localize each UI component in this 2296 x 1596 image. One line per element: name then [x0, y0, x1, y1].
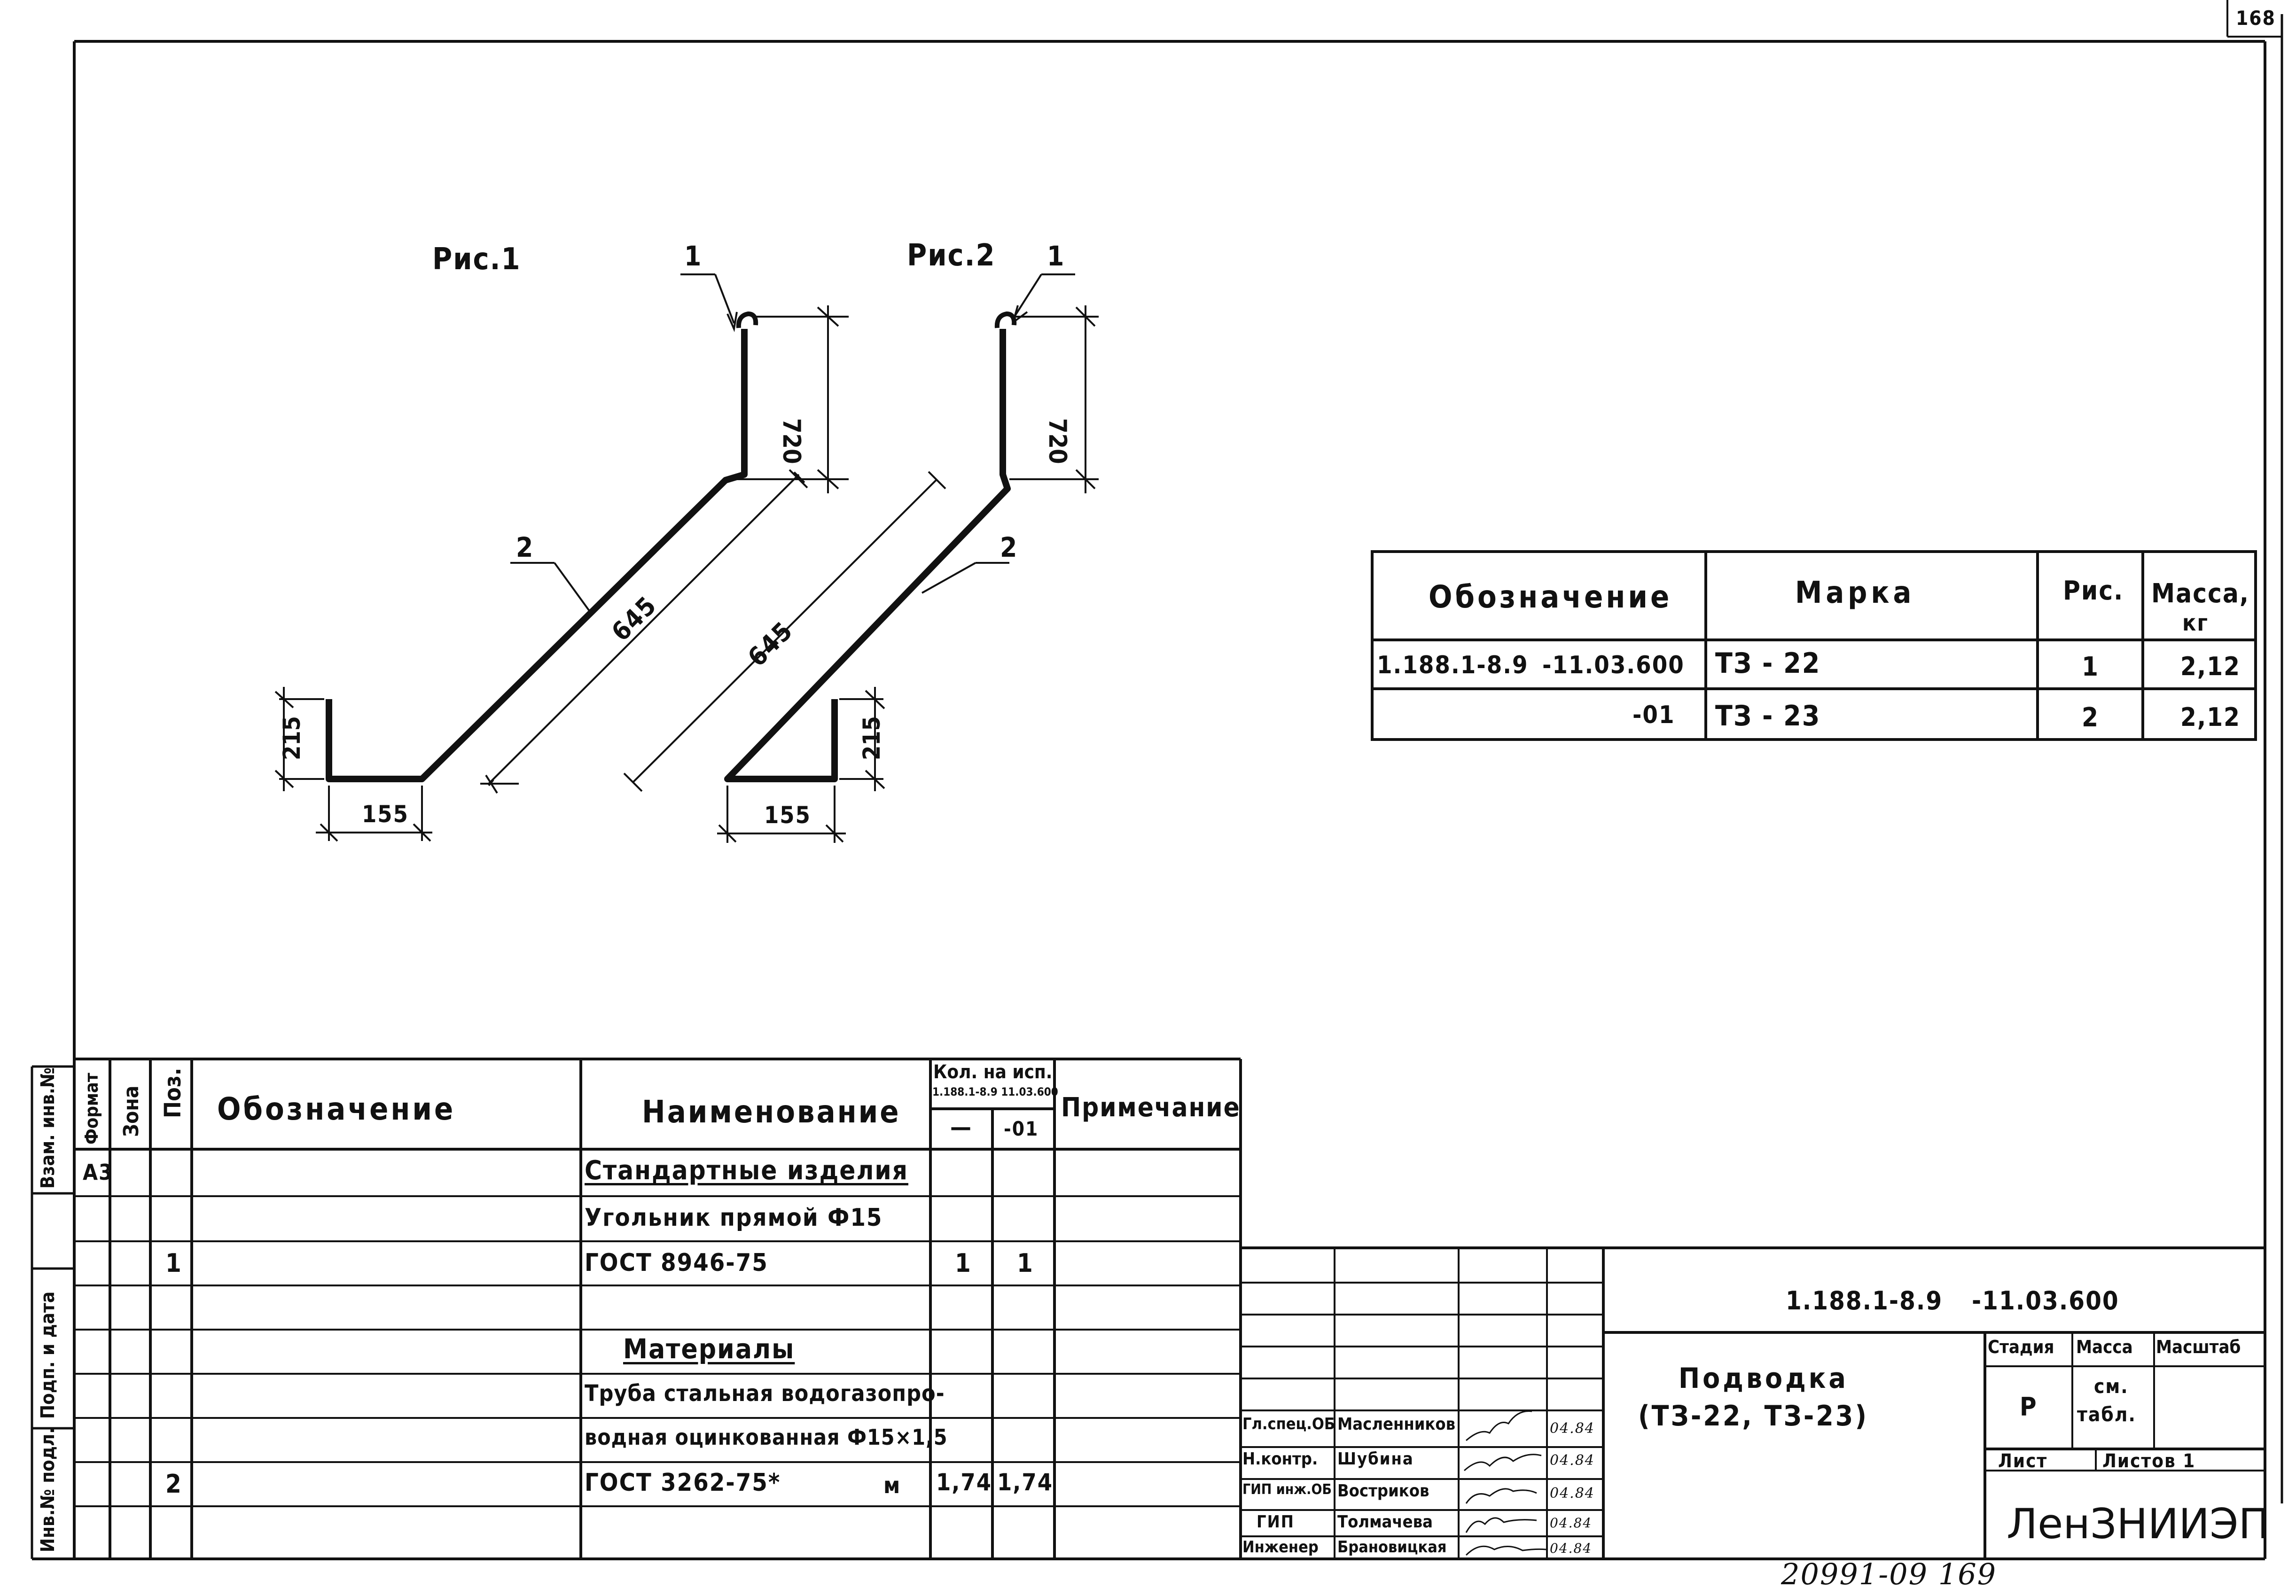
- sig-role-5: Инженер: [1242, 1538, 1319, 1557]
- sig-role-3: ГИП инж.ОБ: [1242, 1481, 1332, 1498]
- spec-header-qty-sub: 1.188.1-8.9 11.03.600: [932, 1085, 1058, 1098]
- sig-role-1: Гл.спец.ОБ: [1242, 1415, 1335, 1433]
- spec-row3-pos: 1: [165, 1248, 182, 1278]
- sig-date-2: 04.84: [1550, 1452, 1595, 1469]
- spec-header-note: Примечание: [1061, 1092, 1241, 1123]
- sig-name-2: Шубина: [1337, 1449, 1414, 1469]
- title-line2: (ТЗ-22, ТЗ-23): [1638, 1400, 1869, 1433]
- spec-row5-name: Материалы: [623, 1333, 795, 1365]
- fig2-caption: Рис.2: [907, 238, 996, 273]
- spec-row8-q2: 1,74: [997, 1469, 1053, 1496]
- sig-name-1: Масленников: [1337, 1415, 1456, 1434]
- spec-header-designation: Обозначение: [217, 1091, 456, 1127]
- spec-header-name: Наименование: [642, 1094, 901, 1130]
- spec-header-pos: Поз.: [160, 1067, 186, 1118]
- spec-row2-name: Угольник прямой Ф15: [585, 1204, 883, 1232]
- spec-header-format: Формат: [81, 1073, 102, 1144]
- title-sheets-label: Листов 1: [2102, 1450, 2196, 1472]
- title-organization: ЛенЗНИИЭП: [2007, 1500, 2270, 1548]
- fig2-callout-2: 2: [1000, 531, 1018, 563]
- spec-header-qty: Кол. на исп.: [933, 1061, 1053, 1083]
- fig1-dim-720: 720: [777, 418, 805, 464]
- sig-date-3: 04.84: [1550, 1485, 1595, 1502]
- marks-row2-mass: 2,12: [2180, 702, 2241, 732]
- spec-row8-name: ГОСТ 3262-75*: [585, 1469, 781, 1497]
- archive-stamp: 20991-09 169: [1781, 1557, 1997, 1591]
- marks-header-mass-unit: кг: [2182, 610, 2209, 636]
- sig-date-5: 04.84: [1550, 1541, 1593, 1556]
- fig1-callout-1: 1: [684, 240, 703, 272]
- spec-header-zone: Зона: [119, 1085, 143, 1137]
- spec-header-qty-col1: —: [950, 1113, 972, 1141]
- spec-row8-unit: м: [883, 1472, 901, 1499]
- sheet-number: 168: [2236, 7, 2276, 30]
- fig1-dim-155: 155: [362, 801, 409, 828]
- side-vzam: Взам. инв.№: [37, 1067, 59, 1189]
- title-code-suffix: -11.03.600: [1972, 1286, 2119, 1316]
- title-scale-label: Масштаб: [2156, 1337, 2241, 1357]
- fig1-dim-215: 215: [278, 716, 305, 760]
- spec-row3-name: ГОСТ 8946-75: [585, 1249, 768, 1277]
- marks-header-fig: Рис.: [2063, 576, 2124, 606]
- title-line1: Подводка: [1679, 1362, 1849, 1395]
- fig2-callout-1: 1: [1047, 240, 1065, 272]
- title-stage-value: Р: [2020, 1392, 2038, 1422]
- side-inv-podl: Инв.№ подл.: [37, 1427, 59, 1552]
- sig-date-4: 04.84: [1550, 1515, 1593, 1531]
- marks-header-mark: Марка: [1795, 576, 1915, 610]
- sig-date-1: 04.84: [1550, 1420, 1595, 1437]
- fig2-dim-720: 720: [1043, 418, 1071, 464]
- marks-row1-mass: 2,12: [2180, 652, 2241, 681]
- spec-row6-name: Труба стальная водогазопро-: [585, 1380, 945, 1407]
- marks-row1-fig: 1: [2082, 652, 2100, 682]
- spec-row3-q2: 1: [1017, 1248, 1034, 1278]
- sig-name-5: Брановицкая: [1337, 1538, 1447, 1557]
- spec-row8-pos: 2: [165, 1469, 182, 1499]
- marks-row1-designation: 1.188.1-8.9: [1377, 651, 1529, 679]
- fig2-dim-215: 215: [858, 716, 885, 760]
- fig1-caption: Рис.1: [432, 242, 521, 277]
- title-mass-value-2: табл.: [2077, 1403, 2136, 1426]
- title-code: 1.188.1-8.9: [1786, 1286, 1943, 1316]
- spec-row1-name: Стандартные изделия: [585, 1155, 908, 1186]
- sig-role-4: ГИП: [1257, 1512, 1295, 1532]
- spec-row1-format: А3: [83, 1160, 113, 1185]
- marks-row2-code: -01: [1632, 701, 1675, 729]
- fig1-callout-2: 2: [516, 531, 534, 563]
- sig-role-2: Н.контр.: [1242, 1449, 1318, 1469]
- marks-header-designation: Обозначение: [1429, 579, 1672, 615]
- sig-name-3: Востриков: [1337, 1481, 1429, 1501]
- title-stage-label: Стадия: [1988, 1337, 2054, 1357]
- marks-header-mass: Масса,: [2151, 578, 2249, 609]
- marks-row1-mark: ТЗ - 22: [1715, 647, 1821, 680]
- marks-row2-mark: ТЗ - 23: [1715, 700, 1821, 732]
- title-sheet-label: Лист: [1998, 1450, 2048, 1472]
- spec-header-qty-col2: -01: [1004, 1117, 1039, 1140]
- title-mass-label: Масса: [2076, 1337, 2133, 1357]
- sig-name-4: Толмачева: [1337, 1512, 1433, 1532]
- marks-row1-code: -11.03.600: [1542, 651, 1685, 679]
- fig2-dim-155: 155: [764, 802, 811, 829]
- spec-row7-name: водная оцинкованная Ф15×1,5: [585, 1425, 948, 1450]
- title-mass-value-1: см.: [2094, 1375, 2129, 1398]
- spec-row8-q1: 1,74: [936, 1469, 992, 1496]
- marks-row2-fig: 2: [2082, 702, 2100, 733]
- spec-row3-q1: 1: [955, 1248, 972, 1278]
- side-podp-data: Подп. и дата: [37, 1291, 59, 1419]
